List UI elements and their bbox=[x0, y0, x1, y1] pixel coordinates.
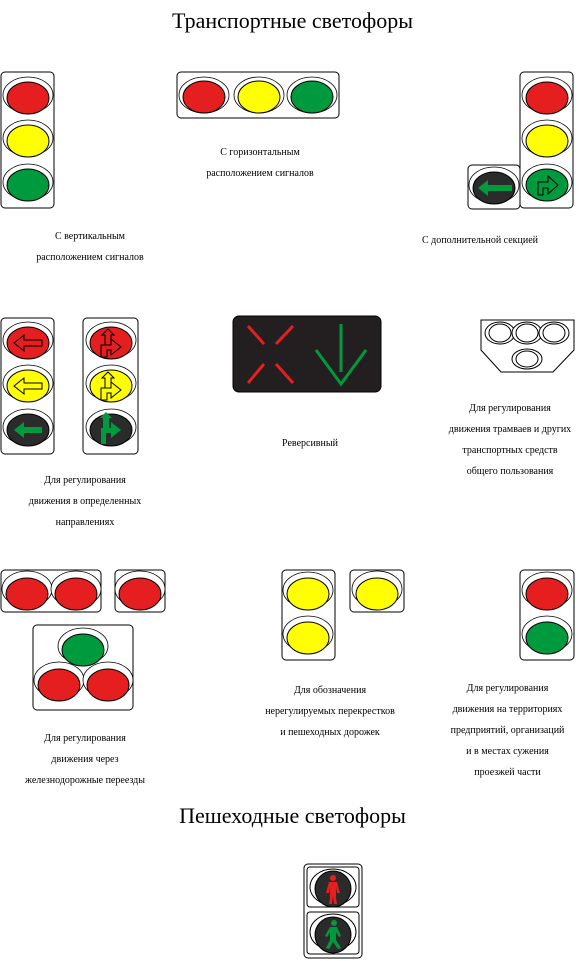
light-directional-left bbox=[0, 317, 55, 455]
caption-additional: С дополнительной секцией bbox=[421, 235, 539, 246]
light-territory bbox=[519, 569, 575, 661]
light-railway-single bbox=[114, 569, 166, 613]
light-additional-section bbox=[467, 71, 574, 210]
light-tram bbox=[480, 319, 575, 373]
light-pedestrian bbox=[303, 863, 363, 959]
transport-title: Транспортные светофоры bbox=[172, 8, 413, 33]
light-railway-horizontal bbox=[0, 569, 102, 613]
caption-reversible: Реверсивный bbox=[282, 438, 338, 449]
pedestrian-title: Пешеходные светофоры bbox=[179, 803, 406, 828]
light-directional-straight-right bbox=[82, 317, 139, 455]
light-unregulated-single bbox=[349, 569, 405, 613]
light-vertical bbox=[0, 71, 55, 209]
light-unregulated-double bbox=[281, 569, 336, 661]
light-reversible bbox=[232, 315, 382, 393]
light-railway-triangle bbox=[32, 624, 134, 711]
light-horizontal bbox=[176, 71, 340, 119]
